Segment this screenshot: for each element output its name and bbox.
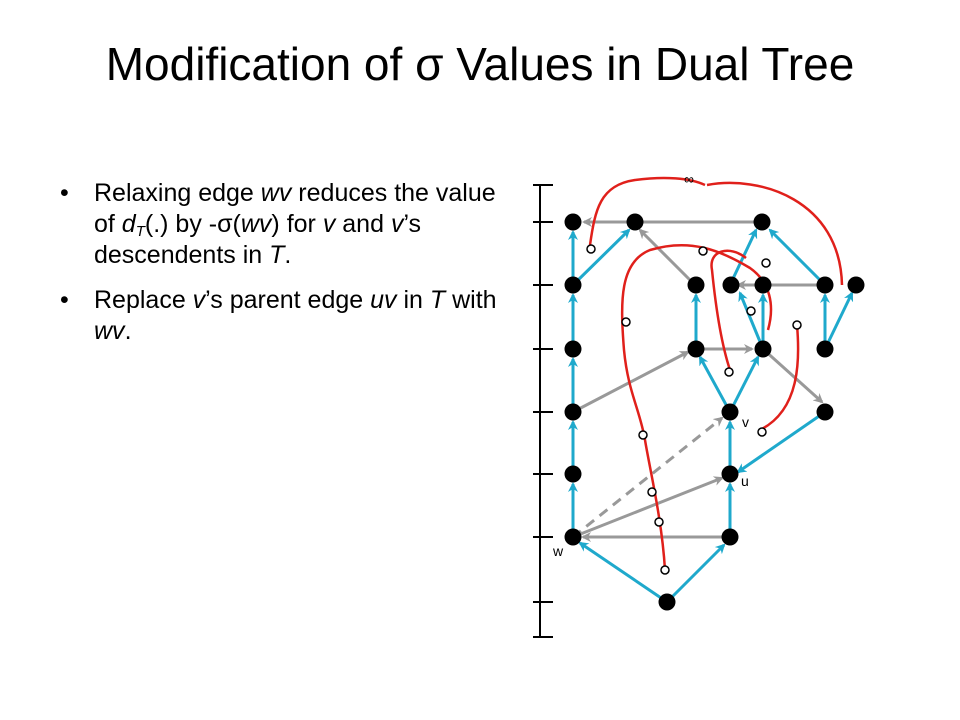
level-scale <box>533 184 553 638</box>
tree-t: T <box>429 286 446 314</box>
subscript-t: T <box>135 223 145 240</box>
bullet-list: Relaxing edge wv reduces the value of dT… <box>60 178 500 361</box>
edge-wv: wv <box>94 317 125 345</box>
bullet-text: reduces the value of <box>94 179 496 238</box>
bullet-item-replace: Replace v’s parent edge uv in T with wv. <box>60 285 500 347</box>
edge-wv: wv <box>240 210 272 238</box>
distance-d: d <box>121 210 136 238</box>
bullet-text: Replace <box>94 286 193 314</box>
dual-tree-edges <box>588 176 844 571</box>
dual-nodes <box>586 244 802 575</box>
bullet-text: ) for <box>271 210 323 238</box>
tree-t: T <box>269 241 285 269</box>
vertex-v: v <box>192 286 206 314</box>
infinity-label: ∞ <box>684 171 694 187</box>
slide-title: Modification of σ Values in Dual Tree <box>105 38 855 90</box>
bullet-text: . <box>124 317 132 345</box>
vertex-u-label: u <box>741 473 749 489</box>
tree-edges <box>568 228 854 604</box>
bullet-item-relaxing: Relaxing edge wv reduces the value of dT… <box>60 178 500 271</box>
edge-uv: uv <box>370 286 397 314</box>
bullet-text: (.) by -σ( <box>144 210 241 238</box>
vertex-v: v <box>390 210 404 238</box>
bullet-text: with <box>445 286 497 314</box>
vertex-v: v <box>322 210 336 238</box>
bullet-text: Relaxing edge <box>94 179 261 207</box>
bullet-text: ’s descendents in <box>94 210 422 269</box>
bullet-text: and <box>335 210 391 238</box>
graph-vertices <box>564 213 865 611</box>
bullet-text: in <box>396 286 430 314</box>
vertex-w-label: w <box>552 543 564 559</box>
bullet-text: ’s parent edge <box>205 286 371 314</box>
non-tree-edges <box>572 217 824 542</box>
bullet-text: . <box>284 241 292 269</box>
vertex-v-label: v <box>742 414 749 430</box>
edge-wv: wv <box>260 179 292 207</box>
